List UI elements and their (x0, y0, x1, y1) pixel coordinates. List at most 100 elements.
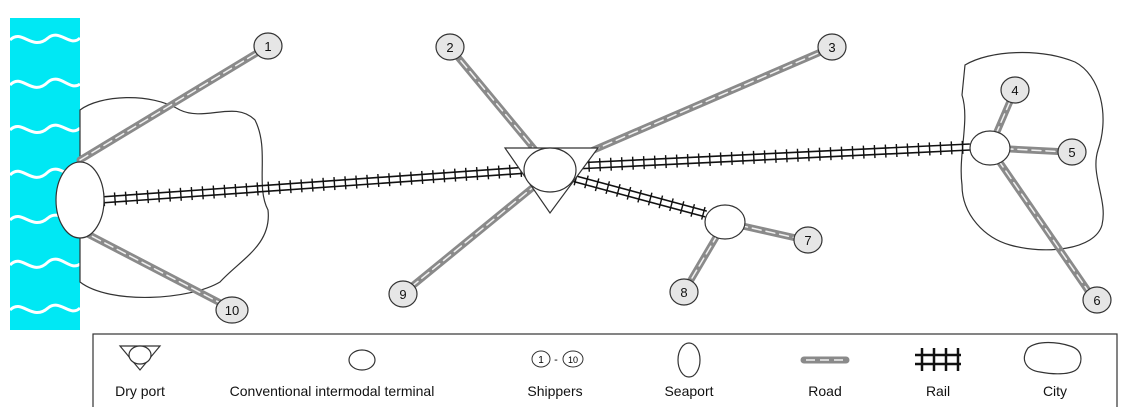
rail-seaport-to-dry-port-tie (245, 183, 248, 197)
rail-seaport-to-dry-port-tie (267, 181, 270, 195)
rail-seaport-to-dry-port-tie (377, 173, 380, 188)
legend-item-shippers: 1 - 10 Shippers (527, 350, 584, 399)
rail-seaport-to-dry-port-tie (486, 166, 490, 180)
rail-seaport-to-dry-port-tie (212, 185, 215, 199)
legend-label-seaport: Seaport (664, 383, 713, 399)
rail-seaport-to-dry-port-tie (223, 184, 226, 198)
shipper-range-to: 10 (568, 355, 578, 365)
rail-dry-port-to-south-terminal-tie (658, 195, 664, 209)
legend-label-shippers: Shippers (527, 383, 582, 399)
legend-item-city: City (1023, 341, 1082, 399)
rail-dry-port-to-east-terminal-tie (664, 155, 667, 169)
rail-seaport-to-dry-port-tie (399, 172, 402, 186)
rail-dry-port-to-east-terminal-tie (928, 142, 931, 156)
rail-dry-port-to-south-terminal-tie (594, 178, 600, 192)
terminal-symbol (348, 349, 376, 371)
shipper-label: 4 (1011, 83, 1018, 98)
rail-seaport-to-dry-port-tie (201, 186, 204, 200)
rail-dry-port-to-south-terminal-tie (615, 183, 621, 197)
rail-dry-port-to-east-terminal-tie (763, 150, 766, 164)
rail-dry-port-to-east-terminal-tie (840, 146, 843, 160)
rail-dry-port-to-east-terminal-tie (730, 151, 733, 165)
rail-seaport-to-dry-port-rail (99, 166, 528, 198)
rail-seaport-to-dry-port-tie (234, 183, 237, 198)
seaport-symbol (677, 342, 701, 378)
city-symbol (1023, 341, 1082, 375)
shipper-label: 3 (828, 40, 835, 55)
shipper-node-5: 5 (1057, 138, 1087, 166)
rail-dry-port-to-east-terminal-tie (686, 154, 689, 168)
rail-dry-port-to-east-terminal-tie (917, 142, 920, 156)
rail-seaport-to-dry-port-tie (355, 175, 358, 189)
rail-dry-port-to-east-terminal-tie (785, 149, 788, 163)
rail-seaport-to-dry-port-tie (421, 170, 424, 184)
rail-seaport-to-dry-port-tie (333, 177, 336, 191)
legend-label-terminal: Conventional intermodal terminal (230, 383, 435, 399)
legend-item-road: Road (800, 356, 850, 399)
rail-dry-port-to-south-terminal-tie (605, 181, 611, 195)
shipper-label: 2 (446, 40, 453, 55)
rail-dry-port-to-east-terminal-tie (818, 147, 821, 161)
rail-seaport-to-dry-port-tie (278, 180, 281, 194)
shipper-label: 1 (264, 39, 271, 54)
rail-dry-port-to-east-terminal-tie (675, 154, 678, 168)
rail-seaport-to-dry-port-tie (124, 191, 128, 205)
shipper-node-3: 3 (817, 33, 847, 61)
rail-seaport-to-dry-port-tie (388, 173, 391, 187)
shipper-node-9: 9 (388, 280, 418, 308)
rail-dry-port-to-east-terminal-tie (862, 145, 865, 159)
rail-dry-port-to-east-terminal-tie (697, 153, 700, 167)
rail-dry-port-to-east-terminal-tie (642, 156, 645, 170)
rail-seaport-to-dry-port-tie (168, 188, 171, 202)
rail-seaport-to-dry-port-tie (146, 190, 150, 204)
shipper-range-sep: - (554, 354, 558, 366)
rail-dry-port-to-east-terminal-tie (807, 148, 810, 162)
rail-dry-port-to-south-terminal-tie (626, 186, 632, 200)
rail-dry-port-to-east-terminal-tie (950, 141, 953, 155)
rail-seaport-to-dry-port-tie (289, 180, 292, 194)
rail-seaport-to-dry-port-tie (475, 167, 479, 181)
shipper-node-8: 8 (669, 278, 699, 306)
intermodal-terminal-south (704, 204, 746, 240)
rail-seaport-to-dry-port-tie (497, 165, 501, 179)
rail-dry-port-to-east-terminal-rail (573, 143, 970, 164)
rail-seaport-to-dry-port-tie (157, 189, 161, 203)
shipper-node-6: 6 (1082, 286, 1112, 314)
rail-seaport-to-dry-port-tie (410, 171, 413, 185)
legend-label-city: City (1043, 383, 1067, 399)
shipper-label: 9 (399, 287, 406, 302)
rail-dry-port-to-east-terminal-tie (906, 143, 909, 157)
shipper-label: 5 (1068, 145, 1075, 160)
legend-item-rail: Rail (915, 348, 961, 399)
rail-seaport-to-dry-port-tie (464, 167, 468, 181)
rail-dry-port-to-east-terminal-tie (653, 155, 656, 169)
rail-dry-port-to-east-terminal-tie (895, 143, 898, 158)
legend-label-rail: Rail (926, 383, 950, 399)
rail-dry-port-to-east-terminal-tie (609, 157, 612, 171)
rail-dry-port-to-east-terminal-tie (884, 144, 887, 158)
legend-label-dry-port: Dry port (115, 383, 165, 399)
rail-seaport-to-dry-port-tie (366, 174, 369, 188)
rail-dry-port-to-east-terminal-tie (752, 150, 755, 164)
rail-seaport-to-dry-port-tie (190, 187, 193, 201)
legend-item-seaport: Seaport (664, 342, 714, 399)
shipper-node-7: 7 (793, 226, 823, 254)
rail-dry-port-to-east-terminal-tie (741, 151, 744, 165)
rail-seaport-to-dry-port-tie (453, 168, 457, 182)
legend-label-road: Road (808, 383, 841, 399)
rail-dry-port-to-east-terminal-tie (939, 141, 942, 155)
shipper-node-1: 1 (253, 32, 283, 60)
shipper-label: 8 (680, 285, 687, 300)
rail-dry-port-to-south-terminal-tie (700, 206, 706, 220)
rail-dry-port-to-east-terminal-tie (873, 145, 876, 159)
shipper-node-10: 10 (215, 296, 249, 324)
rail-dry-port-to-east-terminal-tie (598, 158, 601, 172)
rail-dry-port-to-east-terminal-tie (851, 146, 854, 160)
rail-dry-port-to-south-terminal-tie (669, 198, 674, 212)
rail-dry-port-to-south-terminal-tie (584, 175, 589, 189)
rail-seaport-to-dry-port-tie (508, 164, 512, 178)
shipper-label: 6 (1093, 293, 1100, 308)
rail-seaport-to-dry-port-tie (135, 190, 139, 204)
rail-seaport-to-dry-port-tie (432, 170, 435, 184)
